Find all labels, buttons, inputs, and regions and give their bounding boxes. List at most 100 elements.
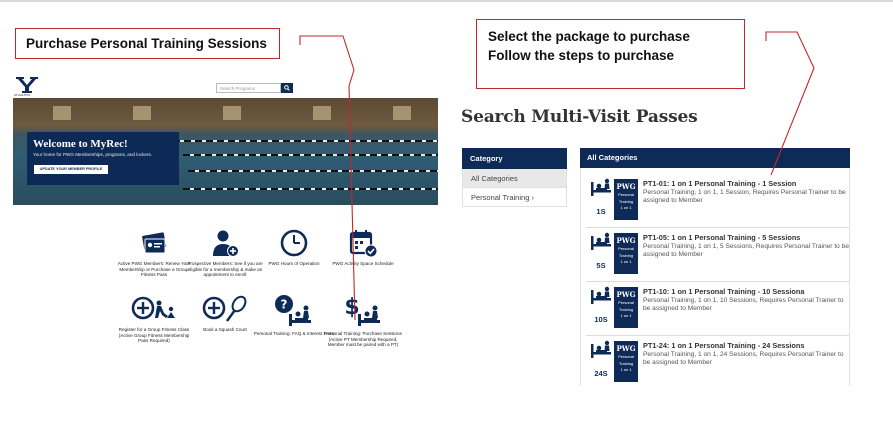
package-thumbnail: 1S PWG Personal Training 1 on 1 [590,178,638,222]
package-code: 1S [596,207,606,216]
package-code: 10S [594,315,608,324]
badge-line: 1 on 1 [620,367,632,372]
question-trainer-icon: ? [275,295,311,326]
package-card[interactable]: 5S PWG Personal Training 1 on 1 PT1-05: … [586,228,849,282]
update-profile-button[interactable]: UPDATE YOUR MEMBER PROFILE [34,165,108,174]
hero-window [223,106,241,120]
calendar-check-icon [349,230,378,258]
tile-schedule[interactable]: PWG Activity Space Schedule [322,228,404,267]
category-all[interactable]: All Categories [462,169,567,188]
category-personal-training[interactable]: Personal Training › [462,188,567,207]
package-title[interactable]: PT1-10: 1 on 1 Personal Training - 10 Se… [643,287,805,296]
hero-window [313,106,331,120]
badge-line: 1 on 1 [620,205,632,210]
package-title[interactable]: PT1-01: 1 on 1 Personal Training - 1 Ses… [643,179,797,188]
pool-lane [173,140,438,142]
package-card[interactable]: 1S PWG Personal Training 1 on 1 PT1-01: … [586,174,849,228]
tile-group-fitness[interactable]: Register for a Group Fitness Class (Acti… [113,294,195,344]
trainer-icon [591,286,611,304]
svg-text:$: $ [344,295,359,320]
add-person-icon [213,230,239,257]
callout-select-package: Select the package to purchase Follow th… [476,19,745,89]
tile-prospective-members[interactable]: Prospective Members: See if you are elig… [184,228,266,278]
yale-logo-icon[interactable] [14,76,40,100]
badge-brand: PWG [616,344,636,353]
tile-hours[interactable]: PWG Hours of Operation [253,228,335,267]
badge-line: Training [618,360,634,366]
hero-banner: Welcome to MyRec! Your home for PWG Memb… [13,98,438,205]
svg-text:?: ? [281,298,288,312]
page-title: Search Multi-Visit Passes [461,107,698,127]
hero-window [393,106,411,120]
package-code: 24S [594,369,608,378]
trainer-icon [591,178,611,196]
package-description: Personal Training, 1 on 1, 1 Session, Re… [643,189,846,204]
badge-line: Personal [618,354,634,359]
hero-window [53,106,71,120]
category-header: Category [462,148,567,169]
package-title[interactable]: PT1-24: 1 on 1 Personal Training - 24 Se… [643,341,805,350]
tile-pt-purchase[interactable]: $ Personal Training: Purchase Sessions (… [322,294,404,348]
search-icon [284,85,290,91]
welcome-panel: Welcome to MyRec! Your home for PWG Memb… [27,132,179,185]
callout-purchase-pt: Purchase Personal Training Sessions [15,28,280,59]
results-header: All Categories [580,148,850,168]
tile-label: Prospective Members: See if you are elig… [187,261,263,278]
hero-window [133,106,151,120]
badge-brand: PWG [616,290,636,299]
package-thumbnail: 24S PWG Personal Training 1 on 1 [590,340,638,384]
badge-line: Personal [618,192,634,197]
callout-right-line1: Select the package to purchase [488,29,690,44]
tile-label: Active PWG Members: Renew Your Membershi… [117,261,191,278]
package-description: Personal Training, 1 on 1, 5 Sessions, R… [643,243,849,258]
trainer-icon [591,340,611,358]
logo-caption: ATHLETICS [14,93,31,97]
tile-label: Personal Training: FAQ & Interest From [253,331,335,336]
tile-label: Personal Training: Purchase Sessions (Ac… [324,331,402,348]
badge-line: Training [618,252,634,258]
package-description: Personal Training, 1 on 1, 10 Sessions, … [643,297,844,312]
badge-line: 1 on 1 [620,259,632,264]
tile-label: PWG Activity Space Schedule [332,261,394,266]
search-button[interactable] [281,83,293,93]
badge-line: Training [618,306,634,312]
pwg-badge: PWG Personal Training 1 on 1 [614,341,638,382]
tile-pt-faq[interactable]: ? Personal Training: FAQ & Interest From [253,294,335,337]
pool-lane [183,154,438,156]
package-code: 5S [596,261,606,270]
results-list: 1S PWG Personal Training 1 on 1 PT1-01: … [580,168,850,386]
package-thumbnail: 10S PWG Personal Training 1 on 1 [590,286,638,330]
badge-line: Training [618,198,634,204]
membership-card-icon [142,232,167,254]
pool-lane [183,188,438,190]
top-border-line [0,0,893,2]
tile-squash[interactable]: Book a Squash Court [184,294,266,333]
welcome-title: Welcome to MyRec! [33,138,128,150]
dollar-trainer-icon: $ [344,295,380,326]
search-input[interactable]: Search Programs [216,83,281,93]
badge-line: Personal [618,300,634,305]
badge-line: Personal [618,246,634,251]
callout-right-line2: Follow the steps to purchase [488,48,675,63]
badge-brand: PWG [616,182,636,191]
pwg-badge: PWG Personal Training 1 on 1 [614,287,638,328]
package-card[interactable]: 24S PWG Personal Training 1 on 1 PT1-24:… [586,336,849,386]
pool-lane [188,170,438,172]
clock-icon [280,229,308,257]
trainer-icon [591,232,611,250]
tile-label: Register for a Group Fitness Class (Acti… [118,327,190,344]
tile-label: PWG Hours of Operation [268,261,320,266]
add-squash-icon [202,295,247,322]
add-fitness-class-icon [131,296,175,320]
badge-brand: PWG [616,236,636,245]
package-title[interactable]: PT1-05: 1 on 1 Personal Training - 5 Ses… [643,233,801,242]
callout-left-text: Purchase Personal Training Sessions [26,36,267,51]
package-card[interactable]: 10S PWG Personal Training 1 on 1 PT1-10:… [586,282,849,336]
tile-label: Book a Squash Court [203,327,247,332]
welcome-subtitle: Your home for PWG Memberships, programs,… [33,152,153,157]
pwg-badge: PWG Personal Training 1 on 1 [614,179,638,220]
tile-active-members[interactable]: Active PWG Members: Renew Your Membershi… [113,228,195,278]
package-thumbnail: 5S PWG Personal Training 1 on 1 [590,232,638,276]
package-description: Personal Training, 1 on 1, 24 Sessions, … [643,351,844,366]
